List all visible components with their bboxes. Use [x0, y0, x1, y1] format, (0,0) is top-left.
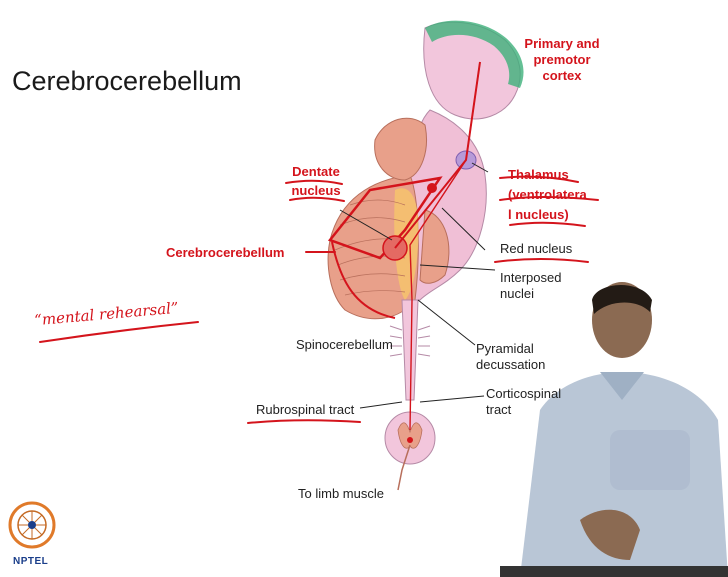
- label-spinocerebellum: Spinocerebellum: [296, 337, 393, 353]
- label-corticospinal-tract: Corticospinal tract: [486, 386, 561, 418]
- nptel-logo-text: NPTEL: [13, 556, 48, 567]
- label-rubrospinal-tract: Rubrospinal tract: [256, 402, 354, 418]
- label-primary-premotor-cortex: Primary and premotor cortex: [514, 36, 610, 84]
- label-dentate-nucleus: Dentate nucleus: [285, 162, 347, 200]
- presenter-figure: [500, 282, 728, 577]
- label-to-limb-muscle: To limb muscle: [298, 486, 384, 502]
- label-pyramidal-decussation: Pyramidal decussation: [476, 341, 545, 373]
- label-red-nucleus: Red nucleus: [500, 241, 572, 257]
- label-cerebrocerebellum: Cerebrocerebellum: [166, 245, 285, 261]
- label-thalamus: Thalamus (ventrolatera l nucleus): [508, 165, 587, 225]
- nptel-logo-icon: [10, 503, 54, 547]
- label-interposed-nuclei: Interposed nuclei: [500, 270, 561, 302]
